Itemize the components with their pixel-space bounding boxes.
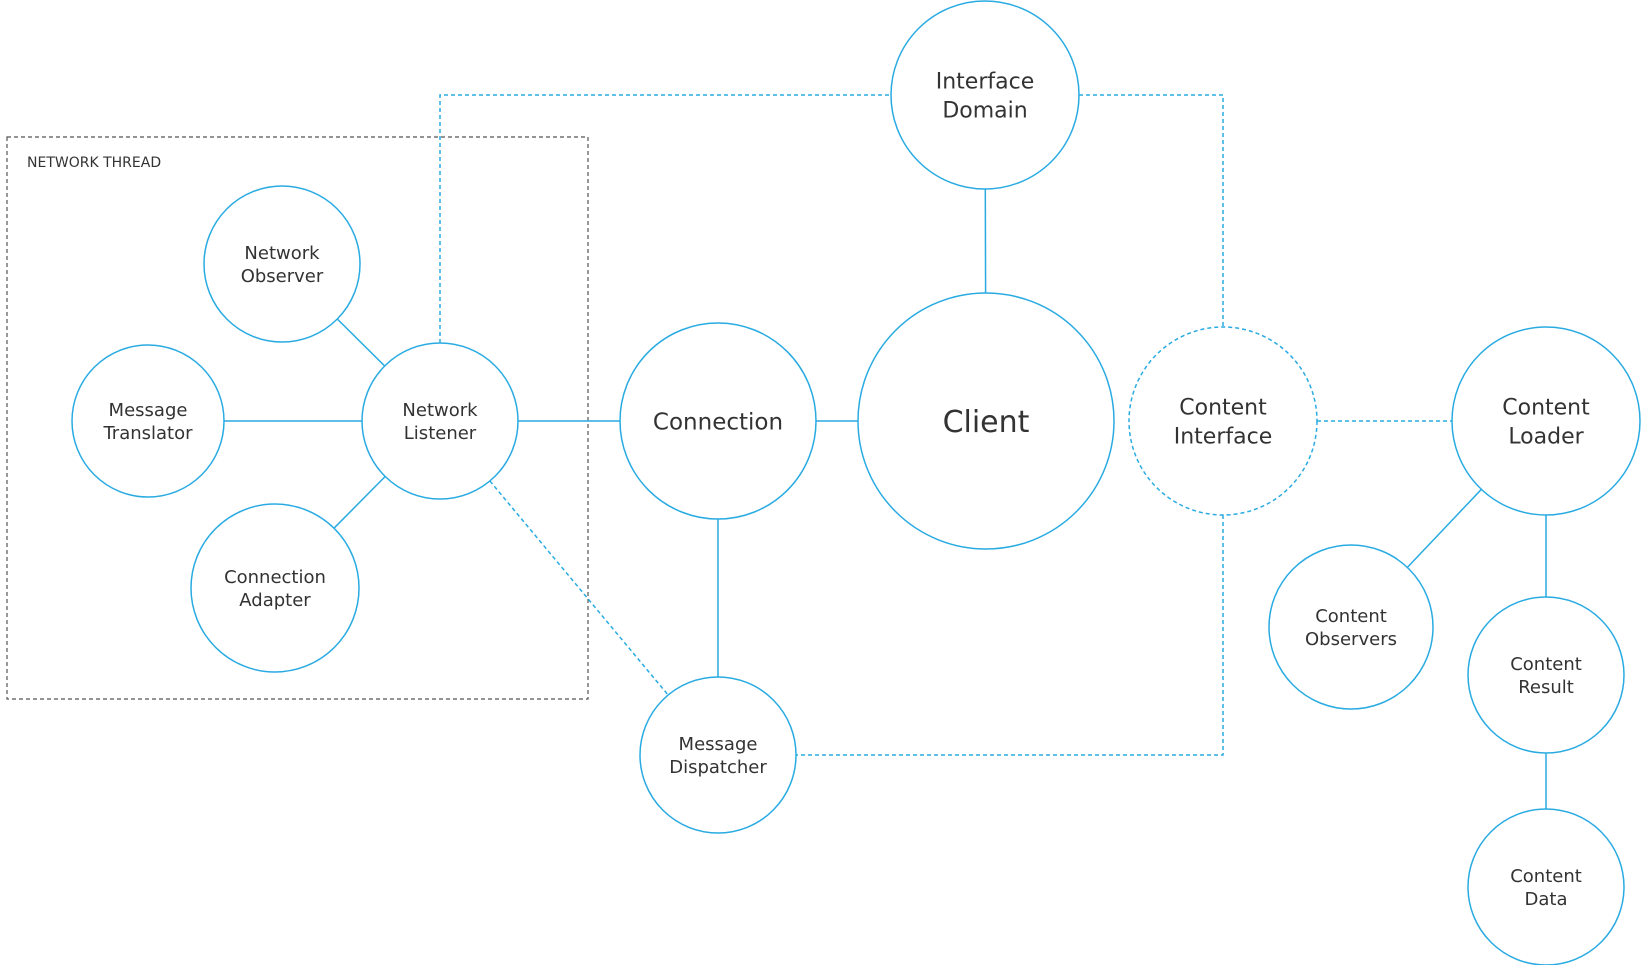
- connection-label-line: Connection: [653, 409, 783, 435]
- content-data-label-line: Content: [1510, 866, 1582, 887]
- edge-network-listener-to-message-dispatcher: [489, 480, 669, 696]
- interface-domain-circle[interactable]: [890, 0, 1080, 190]
- message-translator-circle[interactable]: [71, 344, 225, 498]
- connection-circle[interactable]: [619, 322, 817, 520]
- content-result-label-line: Result: [1518, 677, 1574, 698]
- network-thread-group: NETWORK THREAD: [6, 136, 589, 700]
- content-result-circle[interactable]: [1467, 596, 1625, 754]
- network-thread-label: NETWORK THREAD: [27, 155, 161, 171]
- interface-domain-label-line: Domain: [942, 98, 1027, 123]
- message-dispatcher-label-line: Message: [679, 734, 758, 755]
- message-dispatcher-label-line: Dispatcher: [669, 757, 767, 778]
- content-data-label-line: Data: [1525, 889, 1568, 910]
- network-thread-border: [6, 136, 589, 700]
- network-observer-label-line: Network: [244, 243, 320, 264]
- content-loader-circle[interactable]: [1451, 326, 1641, 516]
- connection-adapter-label-line: Adapter: [239, 590, 311, 611]
- content-interface-label-line: Content: [1179, 395, 1267, 420]
- message-translator-label-line: Translator: [102, 423, 193, 444]
- message-translator-label-line: Message: [109, 400, 188, 421]
- network-listener-circle[interactable]: [361, 342, 519, 500]
- content-data-circle[interactable]: [1467, 808, 1625, 965]
- content-interface-circle[interactable]: [1128, 326, 1318, 516]
- edge-connection-adapter-to-network-listener: [333, 475, 386, 529]
- connection-adapter-circle[interactable]: [190, 503, 360, 673]
- connection-adapter-label-line: Connection: [224, 567, 326, 588]
- edge-network-listener-to-interface-domain: [439, 94, 891, 343]
- network-observer-circle[interactable]: [203, 185, 361, 343]
- edge-network-observer-to-network-listener: [336, 318, 386, 367]
- network-listener-label-line: Listener: [404, 423, 477, 444]
- node-client[interactable]: Client: [857, 292, 1115, 550]
- node-connection[interactable]: Connection: [619, 322, 817, 520]
- network-listener-label-line: Network: [402, 400, 478, 421]
- client-label-line: Client: [943, 405, 1030, 440]
- network-observer-label-line: Observer: [241, 266, 324, 287]
- content-loader-label-line: Content: [1502, 395, 1590, 420]
- interface-domain-label-line: Interface: [936, 69, 1035, 94]
- content-result-label-line: Content: [1510, 654, 1582, 675]
- content-observers-circle[interactable]: [1268, 544, 1434, 710]
- edges: [224, 94, 1547, 809]
- content-observers-label-line: Content: [1315, 606, 1387, 627]
- edge-interface-domain-to-content-interface: [1079, 94, 1224, 327]
- message-dispatcher-circle[interactable]: [639, 676, 797, 834]
- content-observers-label-line: Observers: [1305, 629, 1397, 650]
- edge-content-interface-to-message-dispatcher: [796, 515, 1224, 756]
- client-circle[interactable]: [857, 292, 1115, 550]
- content-interface-label-line: Interface: [1174, 424, 1273, 449]
- edge-content-loader-to-content-observers: [1406, 488, 1482, 568]
- content-loader-label-line: Loader: [1508, 424, 1584, 449]
